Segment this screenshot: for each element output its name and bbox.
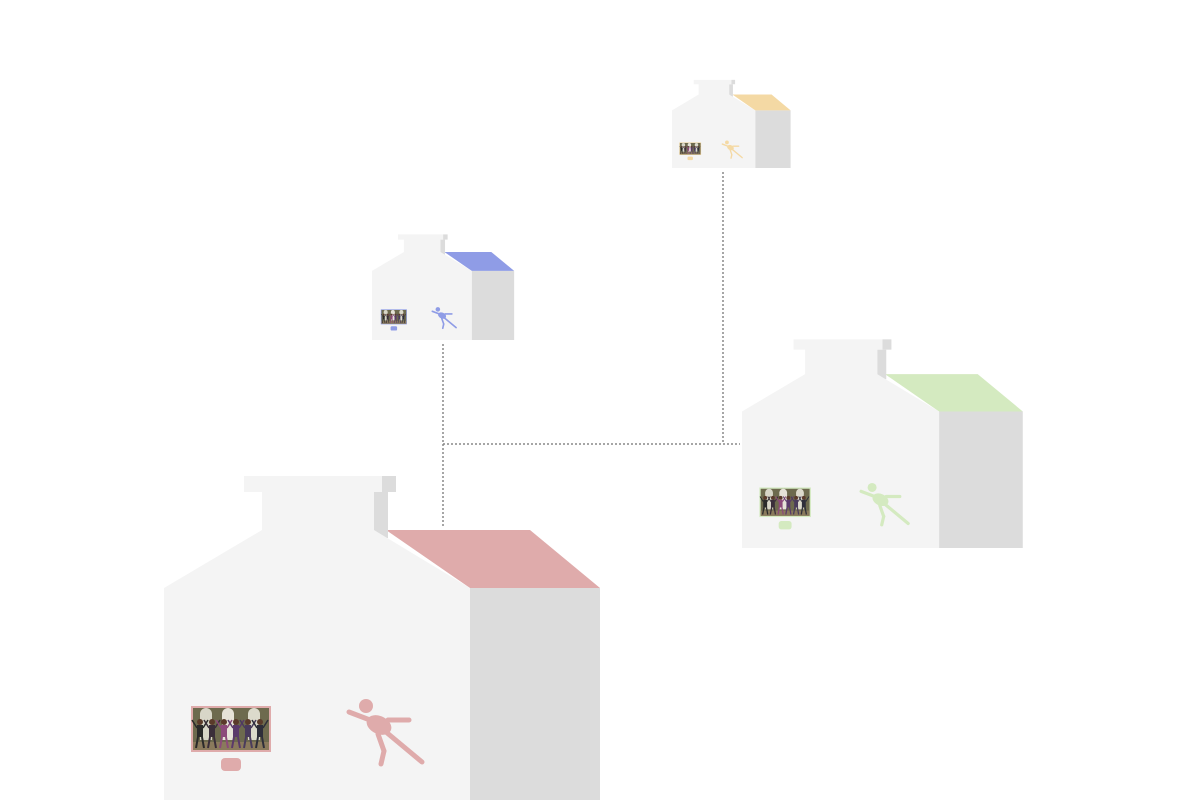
dancer-figure-icon (721, 140, 743, 159)
screen-stand (778, 520, 792, 530)
house-blue (372, 234, 515, 340)
dancer-figure-icon (431, 307, 457, 330)
house-roof (732, 94, 791, 111)
chimney-shadow (729, 84, 733, 97)
house-green (742, 339, 1023, 548)
house-side-wall (470, 588, 600, 800)
dance-video-thumbnail (759, 488, 810, 516)
dance-video-thumbnail (380, 310, 407, 324)
connector-lines (442, 172, 740, 528)
house-yellow (672, 79, 791, 168)
screen-stand (390, 326, 398, 331)
chimney-shadow (440, 239, 446, 255)
chimney-shadow (374, 492, 388, 538)
dancer-figure-icon (346, 699, 425, 767)
house-red (164, 476, 600, 800)
house-side-wall (755, 110, 791, 168)
house-roof (386, 530, 600, 588)
chimney-shadow (877, 349, 887, 380)
houses (164, 79, 1023, 800)
dance-video-thumbnail (191, 708, 269, 750)
house-roof (444, 251, 515, 271)
house-side-wall (471, 270, 515, 340)
house-roof (884, 374, 1023, 412)
dance-video-thumbnail (679, 142, 701, 155)
dancer-figure-icon (859, 482, 910, 527)
screen-stand (221, 758, 241, 771)
screen-stand (687, 156, 693, 161)
house-side-wall (939, 411, 1023, 548)
